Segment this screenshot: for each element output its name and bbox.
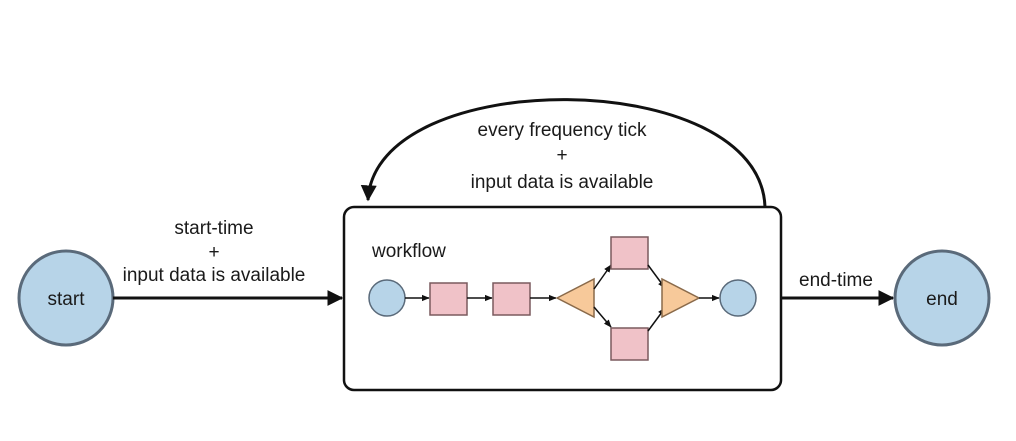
loop-label-line2: + <box>556 145 567 166</box>
workflow-label: workflow <box>371 241 446 262</box>
inner-end-circle <box>719 279 757 317</box>
start-edge-label-line2: + <box>208 242 219 263</box>
join-node <box>661 277 701 319</box>
start-edge-label-line1: start-time <box>174 218 253 239</box>
inner-workflow <box>368 236 757 361</box>
fork-arrow-down <box>593 306 612 328</box>
end-label: end <box>926 289 958 310</box>
inner-start-circle <box>368 279 406 317</box>
start-label: start <box>48 289 86 310</box>
action-box-2 <box>492 282 531 316</box>
start-edge-label-line3: input data is available <box>123 265 306 286</box>
action-box-lower <box>610 327 649 361</box>
action-box-upper <box>610 236 649 270</box>
action-box-1 <box>429 282 468 316</box>
end-edge-label: end-time <box>799 270 873 291</box>
loop-label-line1: every frequency tick <box>478 120 647 141</box>
start-node: start <box>17 249 115 347</box>
end-node: end <box>893 249 991 347</box>
frequency-loop-arrow <box>360 98 767 208</box>
fork-arrow-up <box>593 264 612 290</box>
fork-node <box>555 277 595 319</box>
loop-label-line3: input data is available <box>471 172 654 193</box>
